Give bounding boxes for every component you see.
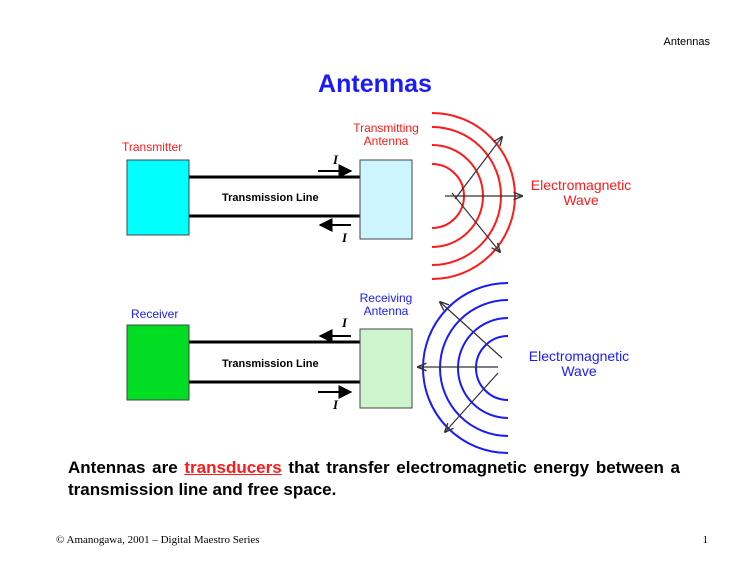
transmitting-antenna-label: Transmitting Antenna [340, 121, 432, 149]
current-symbol: I [333, 152, 339, 167]
receiver-system [126, 282, 509, 454]
transmission-line-label: Transmission Line [222, 358, 319, 370]
emitted-wave-direction-arrows [445, 137, 522, 252]
current-symbol: I [342, 230, 348, 245]
incoming-wave-direction-arrows [418, 302, 503, 432]
received-wave-label-line1: Electromagnetic [528, 348, 630, 364]
transmitting-antenna-label-line2: Antenna [363, 134, 409, 149]
transmitter-label: Transmitter [122, 140, 183, 154]
receiving-antenna-label-line1: Receiving [359, 291, 413, 305]
receiving-antenna-label-line2: Antenna [363, 304, 409, 319]
received-wave-label: Electromagnetic Wave [520, 348, 638, 380]
transmitter-system [126, 112, 522, 280]
transmitting-antenna-label-line1: Transmitting [353, 121, 419, 135]
receiving-antenna-label: Receiving Antenna [340, 291, 432, 319]
received-wave-label-line2: Wave [561, 363, 597, 380]
footer-credit: © Amanogawa, 2001 – Digital Maestro Seri… [56, 534, 260, 546]
transmission-line-label: Transmission Line [222, 192, 319, 204]
definition-statement: Antennas are transducers that transfer e… [68, 457, 680, 501]
transmitting-antenna-box [359, 159, 413, 240]
header-topic: Antennas [663, 36, 710, 48]
receiver-label: Receiver [131, 307, 179, 321]
current-symbol: I [333, 397, 339, 412]
incoming-wavefronts [422, 282, 509, 454]
emitted-wave-label: Electromagnetic Wave [522, 177, 640, 209]
page-number: 1 [702, 534, 709, 546]
receiving-antenna-box [359, 328, 413, 409]
page-title: Antennas [318, 70, 432, 98]
emitted-wave-label-line2: Wave [563, 192, 599, 209]
transmitter-box [126, 159, 190, 236]
statement-part2: that transfer electromagnetic energy bet… [68, 458, 680, 499]
receiver-box [126, 324, 190, 401]
keyword-transducers: transducers [184, 458, 282, 477]
current-symbol: I [342, 315, 348, 330]
statement-part1: Antennas are [68, 458, 185, 477]
emitted-wave-label-line1: Electromagnetic [530, 177, 632, 193]
